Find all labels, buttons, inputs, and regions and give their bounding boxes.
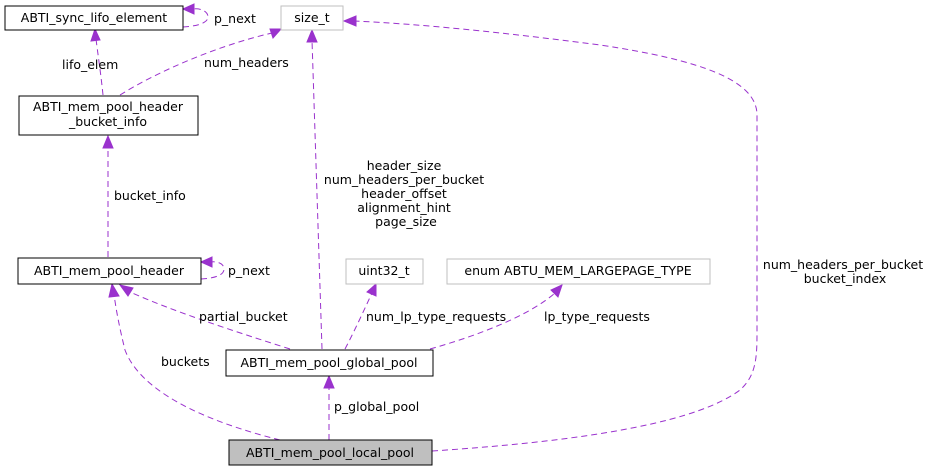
edge-num-headers — [119, 32, 273, 96]
node-label-line2: _bucket_info — [68, 114, 147, 129]
node-header-bucket-info[interactable]: ABTI_mem_pool_header _bucket_info — [18, 95, 199, 136]
arrowhead — [323, 374, 335, 389]
edge-label-lifo-p-next: p_next — [214, 11, 256, 26]
node-label: ABTI_mem_pool_header — [34, 263, 185, 278]
edge-header-p-next — [200, 261, 225, 280]
arrowhead — [342, 15, 357, 27]
field-label: bucket_index — [804, 271, 887, 286]
node-label: ABTI_mem_pool_local_pool — [246, 445, 414, 460]
arrowhead — [102, 134, 114, 149]
arrowhead — [181, 3, 195, 15]
field-label: page_size — [375, 214, 437, 229]
arrowhead — [199, 256, 213, 268]
node-label: enum ABTU_MEM_LARGEPAGE_TYPE — [464, 263, 691, 278]
edges — [90, 3, 758, 452]
edge-local-size — [353, 20, 758, 452]
arrowhead — [118, 284, 134, 297]
arrowhead — [306, 28, 318, 43]
arrowhead — [108, 282, 120, 298]
edge-label-buckets: buckets — [161, 354, 210, 369]
field-label: num_headers_per_bucket — [763, 257, 923, 272]
edge-label-num-headers: num_headers — [204, 55, 289, 70]
node-size-t: size_t — [280, 5, 344, 31]
node-uint32-t: uint32_t — [345, 258, 424, 285]
node-local-pool: ABTI_mem_pool_local_pool — [228, 439, 433, 466]
node-label-line1: ABTI_mem_pool_header — [33, 99, 184, 114]
node-header[interactable]: ABTI_mem_pool_header — [17, 257, 202, 285]
edge-num-lp-type-requests — [344, 292, 373, 350]
arrowhead — [269, 28, 283, 39]
edge-label-partial-bucket: partial_bucket — [199, 309, 288, 324]
field-label: num_headers_per_bucket — [324, 172, 484, 187]
edge-lifo-p-next — [182, 8, 209, 28]
edge-label-header-p-next: p_next — [228, 263, 270, 278]
arrowhead — [366, 282, 377, 297]
node-label: ABTI_mem_pool_global_pool — [240, 355, 417, 370]
edge-lifo-elem — [95, 38, 104, 96]
node-label: uint32_t — [358, 263, 409, 278]
edge-label-bucket-info: bucket_info — [114, 188, 186, 203]
field-label: alignment_hint — [357, 200, 451, 215]
edge-label-lifo-elem: lifo_elem — [62, 57, 118, 72]
arrowhead — [90, 27, 101, 42]
node-label: ABTI_sync_lifo_element — [21, 10, 168, 25]
node-global-pool[interactable]: ABTI_mem_pool_global_pool — [225, 349, 434, 377]
edge-label-lp-type-requests: lp_type_requests — [544, 309, 650, 324]
node-sync-lifo-element[interactable]: ABTI_sync_lifo_element — [4, 5, 184, 31]
edge-global-size — [311, 39, 323, 350]
field-label: header_size — [367, 158, 442, 173]
edge-buckets — [113, 293, 281, 441]
edge-label-local-size-fields: num_headers_per_bucket bucket_index — [763, 257, 927, 286]
edge-label-global-size-fields: header_size num_headers_per_bucket heade… — [324, 158, 488, 229]
node-largepage-type: enum ABTU_MEM_LARGEPAGE_TYPE — [446, 258, 711, 285]
edge-lp-type-requests — [429, 292, 556, 350]
node-label: size_t — [294, 10, 329, 25]
field-label: header_offset — [361, 186, 447, 201]
edge-partial-bucket — [129, 291, 291, 350]
arrowhead — [550, 284, 563, 298]
edge-label-p-global-pool: p_global_pool — [334, 399, 419, 414]
edge-label-num-lp-type-requests: num_lp_type_requests — [366, 309, 506, 324]
edge-labels: p_next lifo_elem num_headers bucket_info… — [62, 11, 927, 414]
